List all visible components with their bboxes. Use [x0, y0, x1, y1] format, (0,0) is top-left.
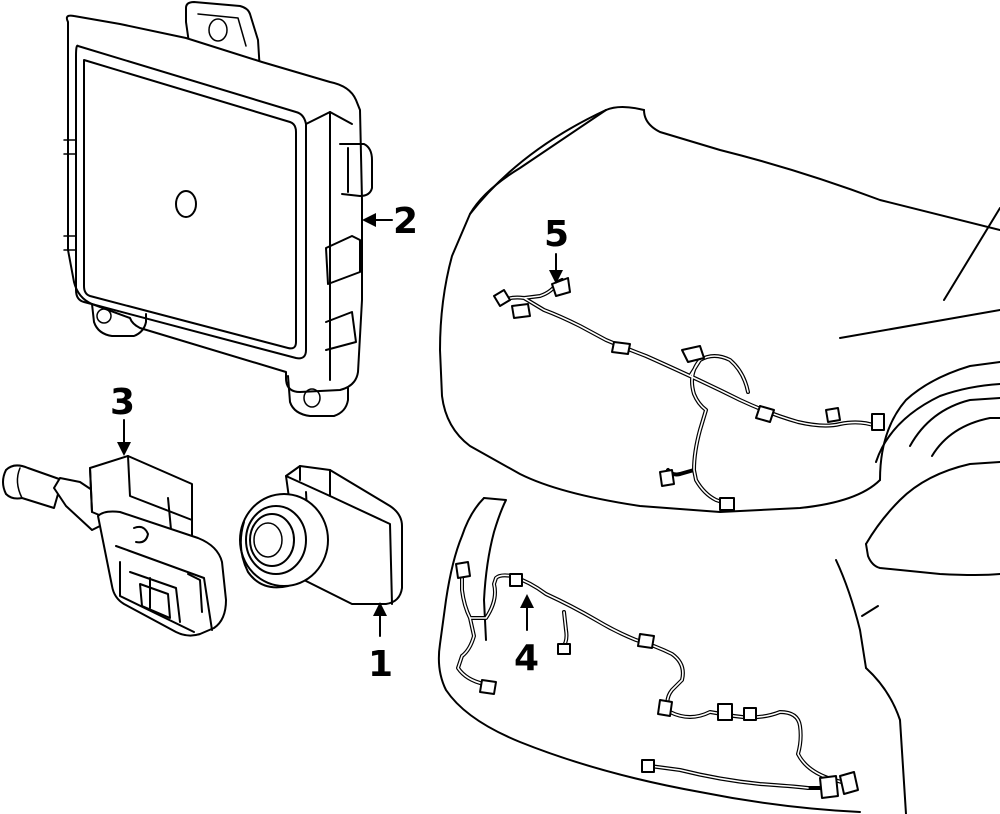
wiring-harness-part-5[interactable]	[493, 277, 885, 511]
parking-sensor-part-1[interactable]	[239, 465, 403, 605]
wiring-harness-part-4[interactable]	[455, 561, 859, 799]
callout-4: 4	[514, 638, 539, 679]
callout-2: 2	[393, 201, 418, 242]
sensor-connector-part-3[interactable]	[2, 455, 227, 637]
callout-1: 1	[368, 644, 393, 685]
control-module-part-2[interactable]	[63, 1, 373, 417]
callout-3: 3	[110, 382, 135, 423]
callout-leaders	[117, 213, 563, 637]
vehicle-front-outline	[439, 106, 1000, 576]
callout-5: 5	[544, 214, 569, 255]
front-bumper-outline	[437, 497, 907, 814]
